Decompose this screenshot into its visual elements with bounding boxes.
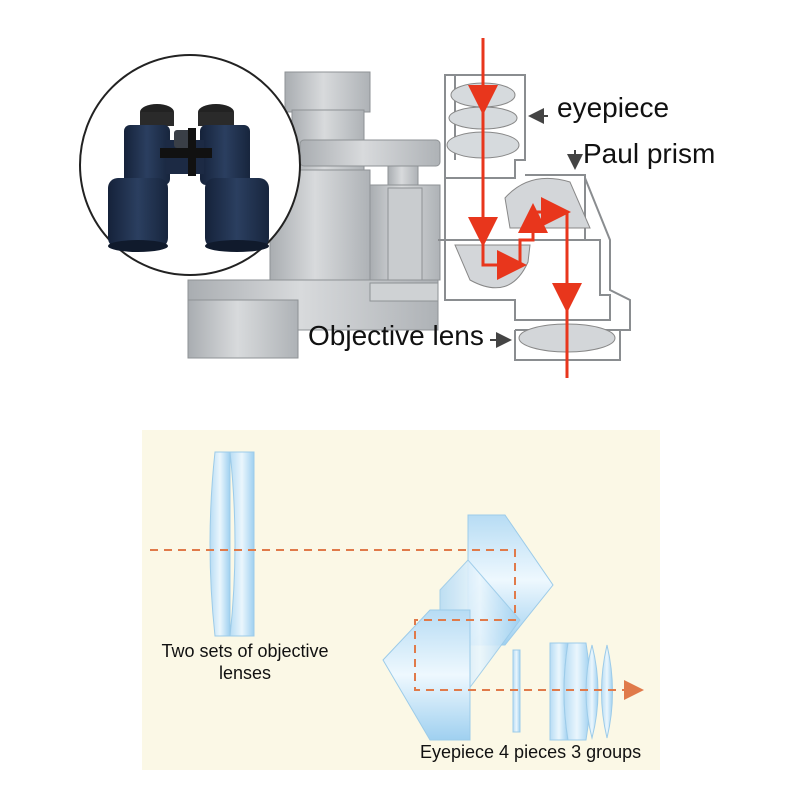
eyepiece-element-3 (585, 644, 599, 740)
objective-sets-label: Two sets of objective lenses (161, 641, 329, 683)
objective-lens-label: Objective lens (308, 320, 484, 351)
objective-lens-1 (209, 451, 231, 637)
objective-rim-left (187, 299, 299, 359)
bridge-bar (299, 139, 441, 167)
eyepiece-groups-label: Eyepiece 4 pieces 3 groups (420, 742, 642, 762)
eyecup-left (284, 71, 371, 113)
objective-lens-2 (229, 451, 255, 637)
eyepiece-element-4 (601, 644, 613, 739)
bottom-rim (369, 282, 439, 302)
binocular-cutaway (187, 38, 631, 378)
optical-path-panel (142, 430, 660, 770)
eyepiece-label: eyepiece (557, 92, 670, 123)
paul-prism-upper (504, 177, 591, 229)
porro-prism-lower (382, 609, 471, 741)
binocular-photo-icon (108, 104, 269, 252)
paul-prism-label: Paul prism (583, 138, 716, 169)
hinge-cylinder (387, 187, 423, 284)
binocular-photo-inset (79, 54, 301, 276)
